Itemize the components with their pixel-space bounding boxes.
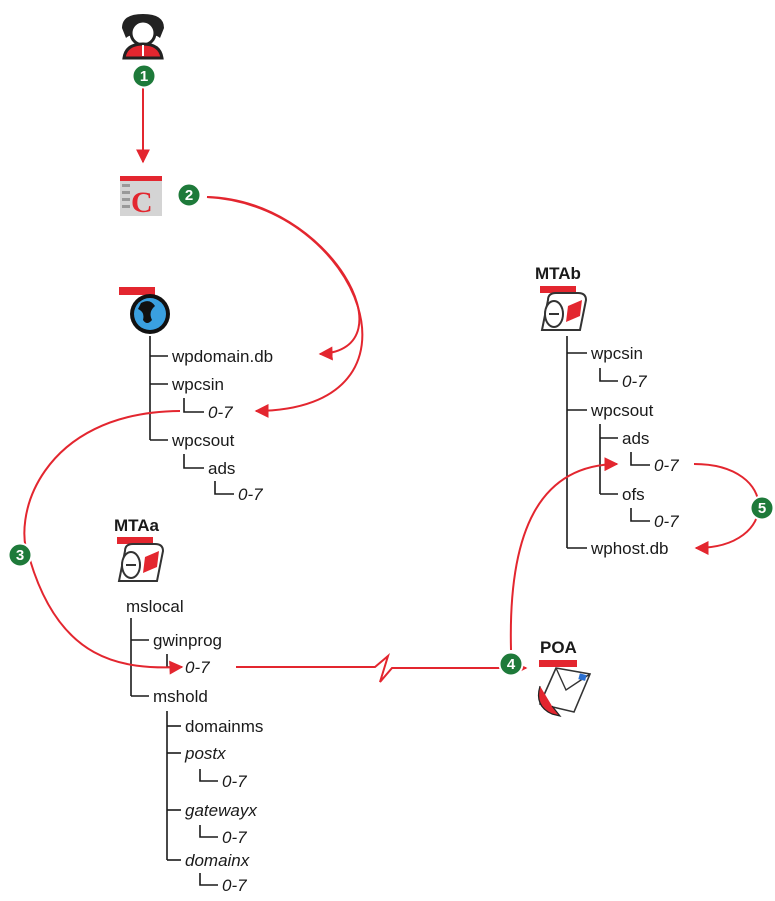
arrow-poa-to-mtab-ads — [509, 457, 619, 651]
tree-label-queue: 0-7 — [185, 658, 210, 677]
tree-label-ads: ads — [208, 459, 235, 478]
step-badge: 1 — [131, 63, 157, 89]
svg-text:2: 2 — [185, 187, 193, 204]
tree-label-queue: 0-7 — [208, 403, 233, 422]
svg-text:4: 4 — [507, 656, 516, 673]
flow-arrows — [23, 70, 760, 683]
tree-label-queue: 0-7 — [622, 372, 647, 391]
user-icon — [122, 14, 164, 60]
step-badge: 5 — [749, 495, 775, 521]
tree-label-wpcsin: wpcsin — [171, 375, 224, 394]
tree-label-wpcsin: wpcsin — [590, 344, 643, 363]
tree-label-queue: 0-7 — [654, 512, 679, 531]
tree-label-gwinprog: gwinprog — [153, 631, 222, 650]
tree-label-mslocal: mslocal — [126, 597, 184, 616]
tree-label-queue: 0-7 — [222, 828, 247, 847]
tree-label-ofs: ofs — [622, 485, 645, 504]
arrow-ads-to-wphost — [693, 463, 760, 555]
mailbox-icon — [540, 286, 588, 331]
svg-text:C: C — [131, 186, 153, 219]
tree-label-mshold: mshold — [153, 687, 208, 706]
tree-label-wpcsout: wpcsout — [171, 431, 235, 450]
arrow-client-to-wpcsin-queue — [206, 196, 364, 418]
mtaa-title: MTAa — [114, 516, 160, 535]
tree-label-queue: 0-7 — [654, 456, 679, 475]
tree-label-queue: 0-7 — [238, 485, 263, 504]
svg-text:5: 5 — [758, 500, 766, 517]
arrow-wpcsin-to-gwinprog — [23, 410, 184, 675]
tree-label-domainms: domainms — [185, 717, 263, 736]
tree-label-gatewayx: gatewayx — [185, 801, 257, 820]
step-badge: 2 — [176, 182, 202, 208]
mtab-title: MTAb — [535, 264, 581, 283]
domain-tree-lines — [149, 336, 234, 495]
step-badge: 4 — [498, 651, 524, 677]
svg-text:3: 3 — [16, 547, 24, 564]
tree-label-ads: ads — [622, 429, 649, 448]
domain-globe-icon — [119, 287, 170, 334]
tree-label-wpdomain-db: wpdomain.db — [171, 347, 273, 366]
tree-label-domainx: domainx — [185, 851, 250, 870]
step-badge: 3 — [7, 542, 33, 568]
groupwise-client-icon: C — [120, 176, 162, 219]
arrow-gwinprog-to-poa — [236, 653, 528, 683]
mailbox-icon — [117, 537, 165, 582]
tree-label-queue: 0-7 — [222, 772, 247, 791]
post-office-envelope-icon — [537, 660, 592, 718]
tree-label-wpcsout: wpcsout — [590, 401, 654, 420]
svg-text:1: 1 — [140, 68, 148, 85]
tree-label-queue: 0-7 — [222, 876, 247, 895]
poa-title: POA — [540, 638, 577, 657]
mtab-tree-lines — [566, 336, 650, 549]
tree-label-postx: postx — [184, 744, 226, 763]
arrow-client-to-wpdomain — [206, 196, 361, 361]
tree-label-wphost-db: wphost.db — [590, 539, 669, 558]
